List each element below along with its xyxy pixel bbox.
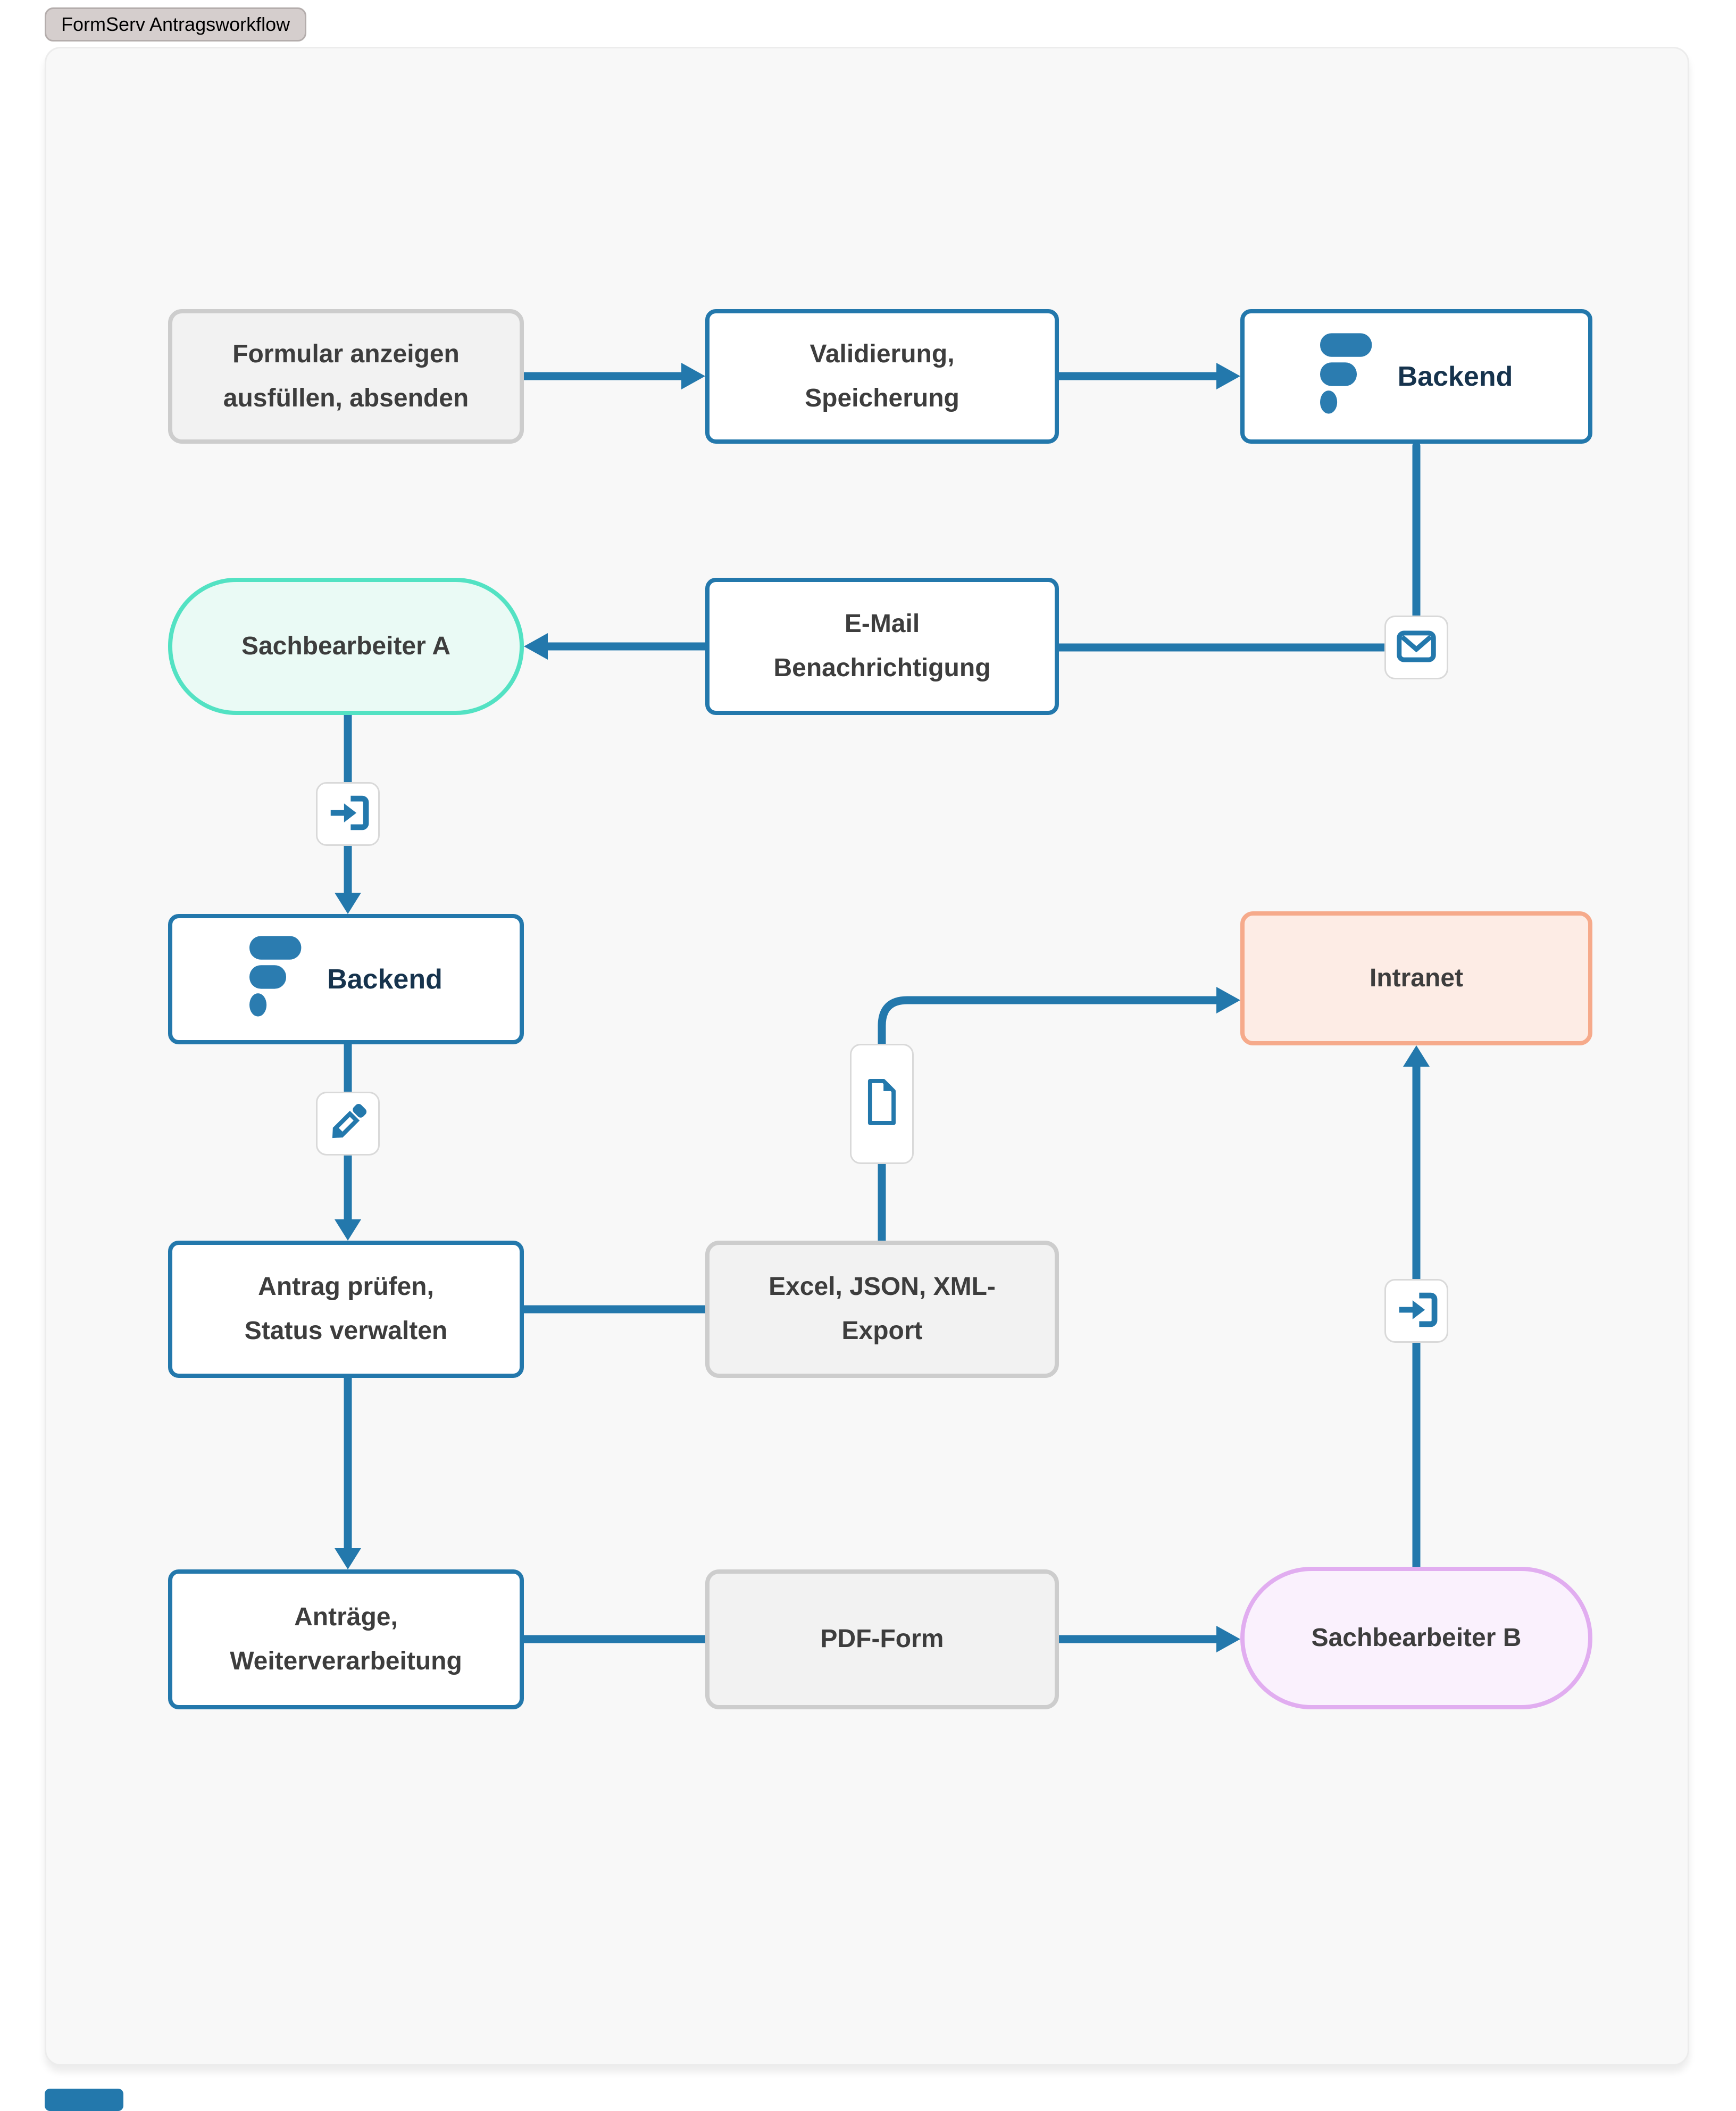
node-label: ausfüllen, absenden — [223, 384, 469, 412]
node-sachbearbeiter-a: Sachbearbeiter A — [168, 578, 524, 715]
node-label: Weiterverarbeitung — [230, 1647, 462, 1675]
mail-icon — [1393, 624, 1439, 672]
diagram-title-badge: FormServ Antragsworkflow — [45, 7, 307, 41]
sign-in-icon — [1393, 1287, 1439, 1335]
node-backend-mid: Backend — [168, 914, 524, 1044]
node-label: Export — [841, 1317, 923, 1345]
mail-icon-badge — [1384, 616, 1448, 679]
edge-validierung-backend — [1055, 363, 1240, 389]
node-label: Intranet — [1369, 963, 1463, 992]
sign-in-icon-badge — [1384, 1279, 1448, 1343]
edge-email-sachbearbeiterA — [524, 633, 710, 660]
edge-sachbearbeiterB-intranet — [1403, 1045, 1430, 1571]
node-label: Formular anzeigen — [232, 339, 460, 368]
node-excel-export: Excel, JSON, XML- Export — [705, 1241, 1059, 1378]
node-label: Anträge, — [294, 1602, 398, 1631]
node-label: Antrag prüfen, — [258, 1273, 434, 1301]
node-label: Excel, JSON, XML- — [769, 1273, 996, 1301]
node-label: PDF-Form — [820, 1625, 944, 1653]
node-label: Backend — [327, 963, 443, 995]
node-label: Benachrichtigung — [773, 654, 991, 682]
sign-in-icon — [325, 790, 371, 838]
node-label: Validierung, — [809, 339, 955, 368]
node-formular: Formular anzeigen ausfüllen, absenden — [168, 309, 524, 444]
edge-pdf-sachbearbeiterB — [1055, 1626, 1240, 1652]
node-pdf-form: PDF-Form — [705, 1569, 1059, 1709]
document-icon — [862, 1071, 902, 1137]
formserv-logo-icon — [249, 935, 305, 1023]
partial-element-bottom — [45, 2089, 123, 2111]
node-antraege: Anträge, Weiterverarbeitung — [168, 1569, 524, 1709]
node-label: Speicherung — [805, 384, 959, 412]
node-intranet: Intranet — [1240, 911, 1592, 1045]
node-label: Backend — [1397, 361, 1513, 392]
node-label: Status verwalten — [244, 1317, 448, 1345]
edge-backend-antragpruefen — [335, 1040, 361, 1241]
node-validierung: Validierung, Speicherung — [705, 309, 1059, 444]
sign-in-icon-badge — [316, 782, 380, 846]
node-label: Sachbearbeiter A — [241, 631, 451, 660]
edge-excel-intranet — [878, 987, 1240, 1245]
pencil-icon-badge — [316, 1092, 380, 1156]
formserv-logo-icon — [1320, 333, 1375, 420]
edge-antragpruefen-antraege — [335, 1374, 361, 1569]
node-label: Sachbearbeiter B — [1311, 1623, 1522, 1652]
edge-formular-validierung — [520, 363, 705, 389]
document-icon-badge — [850, 1044, 914, 1164]
node-backend-top: Backend — [1240, 309, 1592, 444]
node-email-benachrichtigung: E-Mail Benachrichtigung — [705, 578, 1059, 715]
edge-sachbearbeiterA-backend — [335, 711, 361, 914]
pencil-icon — [325, 1100, 371, 1148]
node-label: E-Mail — [844, 610, 920, 638]
node-sachbearbeiter-b: Sachbearbeiter B — [1240, 1567, 1592, 1709]
node-antrag-pruefen: Antrag prüfen, Status verwalten — [168, 1241, 524, 1378]
